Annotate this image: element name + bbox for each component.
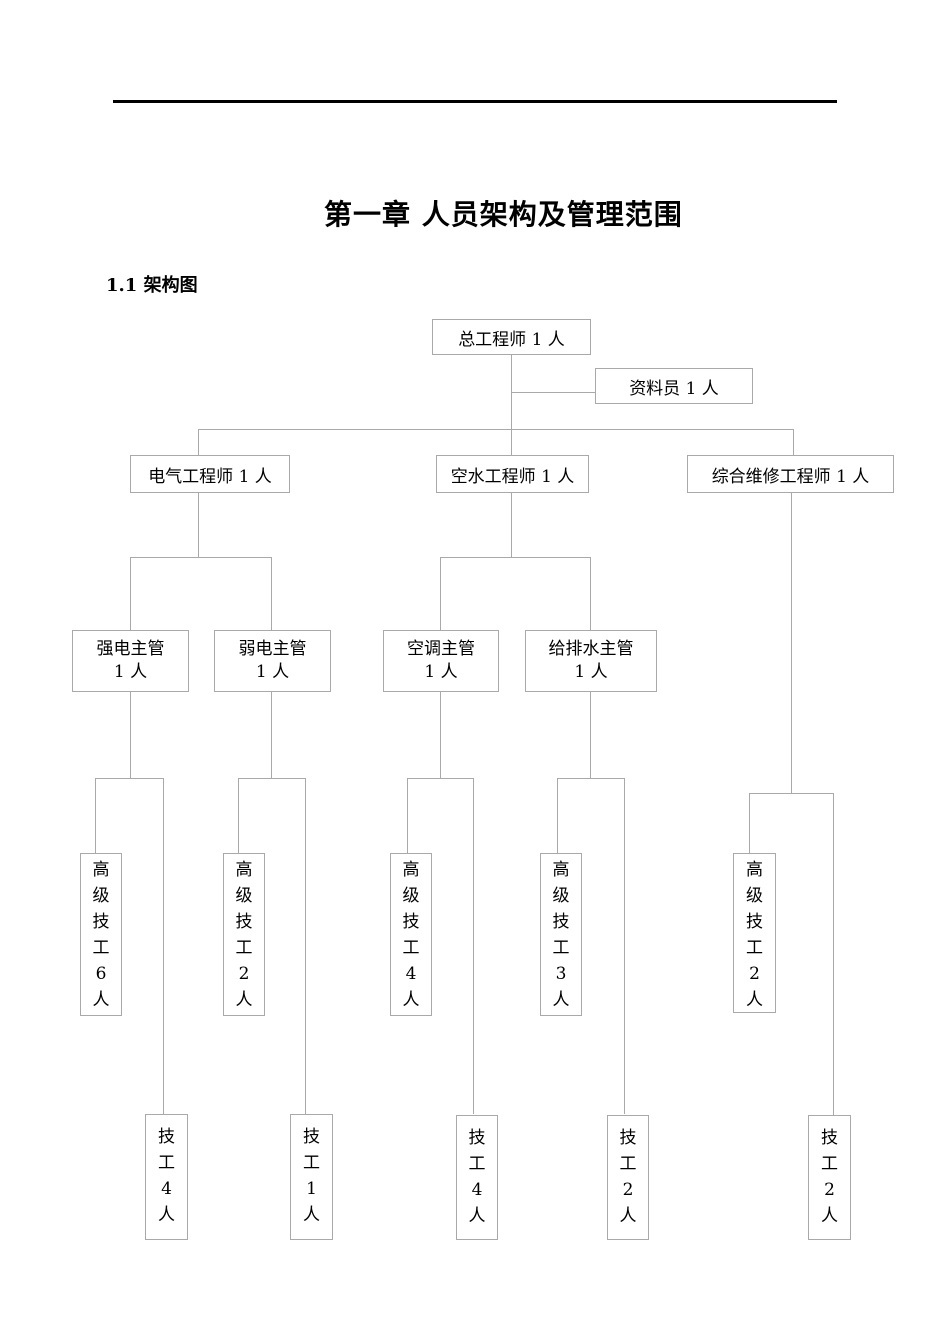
connector-c-down [440,692,441,778]
connector-a-tech [163,778,164,1114]
org-node-plumbing-supervisor: 给排水主管 1 人 [525,630,657,692]
org-node-tech-strong: 技 工 4 人 [145,1114,188,1240]
org-node-airwater-engineer: 空水工程师 1 人 [436,455,589,493]
connector-hvac-stub [440,557,441,630]
supervisor-title: 弱电主管 [238,639,307,659]
org-node-maintenance-engineer: 综合维修工程师 1 人 [687,455,894,493]
supervisor-title: 给排水主管 [548,639,634,659]
connector-d-down [590,692,591,778]
org-node-senior-tech-maintenance: 高 级 技 工 2 人 [733,853,776,1013]
connector-a-down [130,692,131,778]
connector-b-tech [305,778,306,1114]
connector-airwater-down [511,493,512,557]
supervisor-count: 1 人 [424,662,458,682]
connector-c-tech [473,778,474,1114]
connector-a-senior [95,778,96,853]
org-node-document-clerk: 资料员 1 人 [595,368,753,404]
org-node-senior-tech-hvac: 高 级 技 工 4 人 [390,853,432,1016]
org-node-tech-plumbing: 技 工 2 人 [607,1115,649,1240]
connector-b-senior [238,778,239,853]
connector-e-senior [749,793,750,853]
connector-strong-current-stub [130,557,131,630]
connector-electrical-down [198,493,199,557]
connector-airwater-pair [440,557,590,558]
org-node-electrical-engineer: 电气工程师 1 人 [130,455,290,493]
connector-e-tech [833,793,834,1115]
connector-d-split [557,778,624,779]
org-node-tech-hvac: 技 工 4 人 [456,1115,498,1240]
org-node-weak-current-supervisor: 弱电主管 1 人 [214,630,331,692]
connector-clerk-branch [511,392,595,393]
supervisor-title: 强电主管 [96,639,165,659]
supervisor-count: 1 人 [255,662,290,682]
connector-b-down [271,692,272,778]
connector-chief-down [511,355,512,455]
connector-d-tech [624,778,625,1114]
connector-b-split [238,778,305,779]
connector-maintenance-down [791,493,792,793]
connector-plumbing-stub [590,557,591,630]
org-node-senior-tech-weak: 高 级 技 工 2 人 [223,853,265,1016]
connector-e-split [749,793,833,794]
page-header-rule [113,100,837,103]
org-node-senior-tech-strong: 高 级 技 工 6 人 [80,853,122,1016]
org-node-senior-tech-plumbing: 高 级 技 工 3 人 [540,853,582,1016]
org-node-tech-maintenance: 技 工 2 人 [808,1115,851,1240]
supervisor-count: 1 人 [574,662,608,682]
org-node-strong-current-supervisor: 强电主管 1 人 [72,630,189,692]
org-node-chief-engineer: 总工程师 1 人 [432,319,591,355]
supervisor-count: 1 人 [113,662,148,682]
org-node-tech-weak: 技 工 1 人 [290,1114,333,1240]
connector-d-senior [557,778,558,853]
connector-electrical-pair [130,557,271,558]
connector-a-split [95,778,163,779]
supervisor-title: 空调主管 [407,639,475,659]
section-heading: 1.1 架构图 [106,275,198,296]
connector-maintenance-stub [793,429,794,455]
org-node-hvac-supervisor: 空调主管 1 人 [383,630,499,692]
connector-weak-current-stub [271,557,272,630]
chapter-title: 第一章 人员架构及管理范围 [324,198,683,231]
connector-c-split [407,778,473,779]
connector-row2-horizontal [198,429,793,430]
connector-electrical-stub [198,429,199,455]
connector-c-senior [407,778,408,853]
